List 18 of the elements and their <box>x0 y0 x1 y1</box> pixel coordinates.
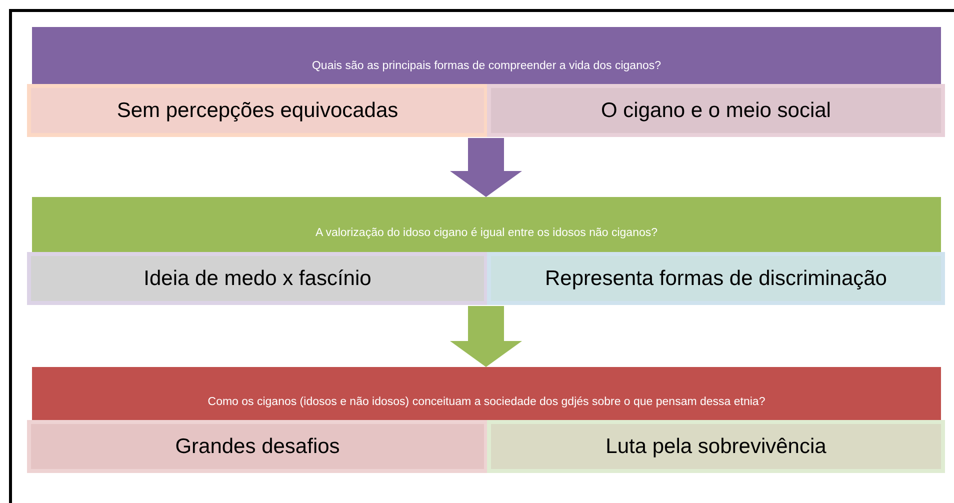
question-text: Quais são as principais formas de compreender a vida dos ciganos? <box>312 60 662 72</box>
topic-box <box>27 252 488 305</box>
block-arrow <box>450 138 522 197</box>
item-text: O cigano e o meio social <box>601 98 831 122</box>
topic-box <box>27 420 488 473</box>
item-text: Ideia de medo x fascínio <box>144 266 372 290</box>
topic-box <box>27 84 488 137</box>
question-text: A valorização do idoso cigano é igual entre os idosos não ciganos? <box>315 227 658 239</box>
item-text: Luta pela sobrevivência <box>606 434 826 458</box>
question-text: Como os ciganos (idosos e não idosos) conceituam a sociedade dos gdjés sobre o que pensam dessa etnia? <box>208 396 766 408</box>
topic-box <box>487 420 945 473</box>
header-band <box>32 197 941 255</box>
item-text: Representa formas de discriminação <box>545 266 887 290</box>
topic-box <box>487 84 945 137</box>
item-text: Grandes desafios <box>175 434 340 458</box>
topic-box <box>487 252 945 305</box>
item-text: Sem percepções equivocadas <box>116 98 398 122</box>
block-arrow <box>450 306 522 367</box>
